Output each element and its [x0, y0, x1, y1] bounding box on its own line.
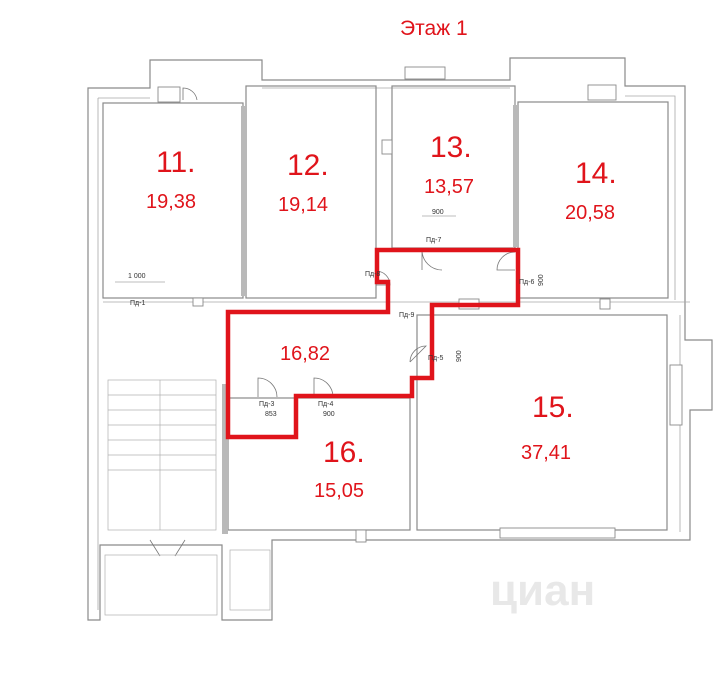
floor-title: Этаж 1 [400, 17, 468, 40]
watermark-logo: циан [490, 566, 595, 615]
highlighted-area-outline [225, 247, 521, 440]
room-13-number: 13. [430, 131, 472, 164]
dim-1000-label: 1 000 [128, 273, 146, 280]
room-12-number: 12. [287, 149, 329, 182]
door-pd6-label: Пд-6 [519, 279, 534, 286]
room-labels: 11. 19,38 12. 19,14 13. 13,57 14. 20,58 … [146, 131, 617, 502]
room-13-area: 13,57 [424, 176, 474, 198]
outer-walls [87, 57, 713, 621]
door-pd3-label: Пд-3 [259, 401, 274, 408]
room-11-number: 11. [156, 146, 195, 179]
door-pd8-label: Пд-8 [365, 271, 380, 278]
dimension-annotations: 1 000 Пд-1 900 Пд-7 Пд-8 Пд-6 900 Пд-9 П… [115, 209, 545, 418]
door-pd5-label: Пд-5 [428, 355, 443, 362]
room-16-number: 16. [323, 436, 365, 469]
staircase [104, 379, 271, 616]
room-15-area: 37,41 [521, 442, 571, 464]
door-pd9-label: Пд-9 [399, 312, 414, 319]
room-14-area: 20,58 [565, 202, 615, 224]
door-pd7-label: Пд-7 [426, 237, 441, 244]
room-walls [102, 85, 690, 534]
room-12-area: 19,14 [278, 194, 328, 216]
door-pd1-label: Пд-1 [130, 300, 145, 307]
room-16-area: 15,05 [314, 480, 364, 502]
room-14-number: 14. [575, 157, 617, 190]
dim-853-label: 853 [265, 411, 277, 418]
dim-900-right-label: 900 [538, 274, 545, 286]
dim-900-mid-label: 900 [456, 350, 463, 362]
windows [157, 66, 683, 543]
door-pd4-label: Пд-4 [318, 401, 333, 408]
corridor-area: 16,82 [280, 343, 330, 365]
room-15-number: 15. [532, 391, 574, 424]
dim-900-top-label: 900 [432, 209, 444, 216]
room-11-area: 19,38 [146, 191, 196, 213]
dim-900-bottom-label: 900 [323, 411, 335, 418]
